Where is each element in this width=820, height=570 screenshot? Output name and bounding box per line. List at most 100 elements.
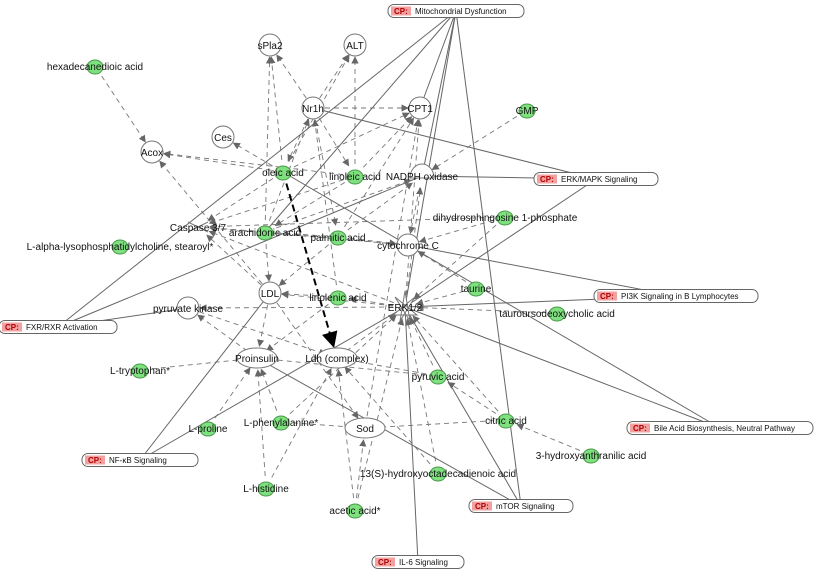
node-label: Acox [141, 148, 163, 159]
node-ALT[interactable]: ALT [343, 33, 367, 57]
node-arachidonic[interactable]: arachidonic acid [229, 225, 301, 241]
pathway-box [387, 4, 525, 18]
cp-tag: CP: [394, 7, 408, 16]
node-label: dihydrosphingosine 1-phosphate [433, 213, 578, 224]
cp-tag-bg [85, 455, 105, 465]
node-pyruvate_kinase[interactable]: pyruvate kinase [153, 296, 223, 320]
node-sPla2[interactable]: sPla2 [257, 33, 283, 57]
node-dihydro[interactable]: dihydrosphingosine 1-phosphate [433, 210, 578, 226]
node-palmitic[interactable]: palmitic acid [310, 230, 366, 246]
node-citric[interactable]: citric acid [485, 413, 527, 429]
node-NADPH[interactable]: NADPH oxidase [386, 163, 459, 183]
node-Nr1h[interactable]: Nr1h [301, 96, 325, 120]
relationship-edge [335, 369, 355, 499]
node-HODE[interactable]: 13(S)-hydroxyoctadecadienoic acid [360, 466, 516, 482]
node-shape [329, 230, 347, 246]
node-label: acetic acid* [329, 506, 380, 517]
node-label: citric acid [485, 416, 527, 427]
node-linoleic[interactable]: linoleic acid [329, 169, 381, 185]
node-shape [548, 306, 566, 322]
relationship-edge [274, 181, 346, 227]
relationship-edge [151, 356, 246, 370]
node-tryptophan[interactable]: L-tryptophan* [110, 363, 170, 379]
pathway-label: PI3K Signaling in B Lymphocytes [621, 292, 739, 301]
relationship-edge [101, 75, 146, 143]
relationship-edge [405, 318, 437, 462]
node-histidine[interactable]: L-histidine [243, 481, 289, 497]
node-shape [140, 140, 164, 164]
node-pyruvic[interactable]: pyruvic acid [412, 369, 465, 385]
node-LDL[interactable]: LDL [258, 281, 282, 305]
pathway-link [139, 292, 271, 461]
node-proline[interactable]: L-proline [189, 421, 228, 437]
relationship-edge [278, 244, 330, 286]
pathway-mtor[interactable]: CP:mTOR Signaling [468, 499, 574, 513]
node-acetic[interactable]: acetic acid* [329, 503, 381, 519]
relationship-edge [206, 234, 262, 286]
pathway-link [404, 306, 721, 429]
pathway-il6[interactable]: CP:IL-6 Signaling [371, 555, 465, 569]
node-caspase[interactable]: Caspase 3/7 [170, 221, 227, 234]
node-shape [408, 96, 432, 120]
relationship-edge [199, 311, 327, 356]
node-label: pyruvic acid [412, 372, 465, 383]
relationship-edge [207, 178, 274, 221]
node-Ces[interactable]: Ces [211, 125, 235, 149]
node-GMP[interactable]: GMP [516, 103, 539, 119]
pathway-box [468, 499, 574, 513]
node-label: Nr1h [302, 104, 324, 115]
node-label: L-phenylalanine* [244, 418, 319, 429]
node-ldh[interactable]: Ldh (complex) [305, 347, 369, 369]
node-taurine[interactable]: taurine [461, 281, 492, 297]
node-shape [187, 221, 209, 233]
pathway-link [404, 178, 597, 308]
pathway-box [626, 421, 814, 435]
node-lyso[interactable]: L-alpha-lysophosphatidylcholine, stearoy… [27, 239, 214, 255]
relationship-edge [268, 56, 283, 161]
node-label: pyruvate kinase [153, 304, 223, 315]
node-proinsulin[interactable]: Proinsulin [235, 347, 279, 369]
node-CPT1[interactable]: CPT1 [407, 96, 433, 120]
pathway-link [256, 357, 522, 507]
relationship-edge [287, 118, 309, 162]
node-label: Ces [214, 133, 232, 144]
node-phenylalanine[interactable]: L-phenylalanine* [244, 415, 319, 431]
relationship-edge [318, 117, 350, 167]
pathway-nfkb[interactable]: CP:NF-κB Signaling [81, 453, 199, 467]
node-oleic[interactable]: oleic acid [262, 165, 304, 181]
pathway-box [533, 172, 659, 186]
node-tauroursodeoxycholic[interactable]: tauroursodeoxycholic acid [499, 306, 615, 322]
cp-tag: CP: [475, 502, 489, 511]
relationship-edge [412, 315, 499, 412]
cp-tag-bg [597, 291, 617, 301]
node-Acox[interactable]: Acox [140, 140, 164, 164]
node-shape [272, 415, 290, 431]
relationship-edge [163, 151, 272, 171]
relationship-edge [311, 119, 337, 286]
pathway-bile[interactable]: CP:Bile Acid Biosynthesis, Neutral Pathw… [626, 421, 814, 435]
node-shape [301, 96, 325, 120]
node-linolenic[interactable]: linolenic acid [309, 290, 367, 306]
node-sod[interactable]: Sod [344, 417, 386, 439]
node-label: Ldh (complex) [305, 354, 368, 365]
cp-tag: CP: [378, 558, 392, 567]
relationship-edge [516, 423, 581, 451]
node-label: ALT [346, 41, 364, 52]
node-hydroxyanthranilic[interactable]: 3-hydroxyanthranilic acid [536, 448, 647, 464]
relationship-edge [276, 178, 412, 229]
node-label: cytochrome C [377, 241, 439, 252]
pathway-label: FXR/RXR Activation [26, 323, 98, 332]
relationship-edge [415, 290, 465, 306]
node-ERK12[interactable]: ERK1/2 [388, 290, 423, 322]
relationship-edge [232, 142, 273, 167]
cp-tag-bg [472, 501, 492, 511]
node-label: Caspase 3/7 [170, 223, 227, 234]
pathway-erk[interactable]: CP:ERK/MAPK Signaling [533, 172, 659, 186]
pathway-fxr[interactable]: CP:FXR/RXR Activation [0, 320, 118, 334]
pathway-pi3k[interactable]: CP:PI3K Signaling in B Lymphocytes [593, 289, 759, 303]
pathway-link [312, 107, 597, 180]
node-hexadecanedioic[interactable]: hexadecanedioic acid [47, 59, 143, 75]
relationship-edge [199, 304, 394, 312]
node-cytochrome[interactable]: cytochrome C [377, 233, 439, 257]
pathway-mito[interactable]: CP:Mitochondrial Dysfunction [387, 4, 525, 18]
